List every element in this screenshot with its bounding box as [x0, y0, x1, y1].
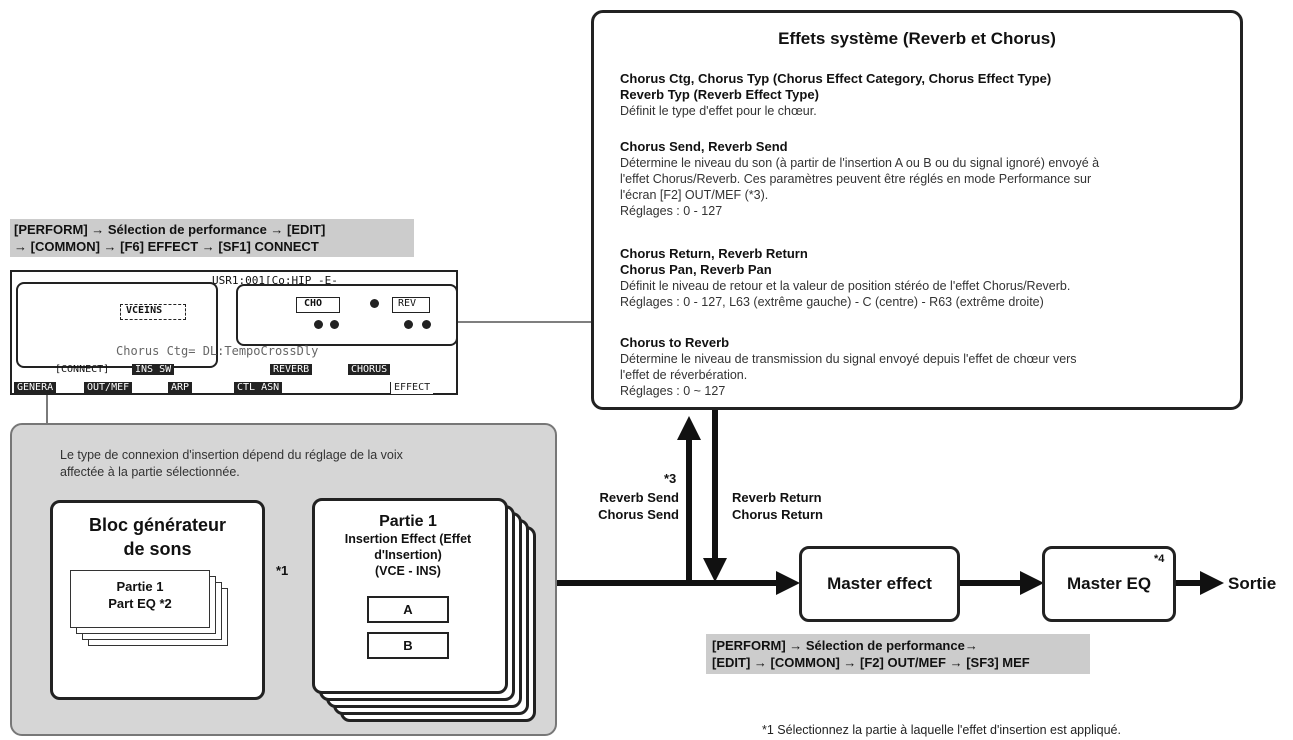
part-eq-label: Partie 1 Part EQ *2	[70, 578, 210, 612]
section-chorus-to-reverb: Chorus to Reverb Détermine le niveau de …	[620, 335, 1220, 399]
section-text: l'effet Chorus/Reverb. Ces paramètres pe…	[620, 172, 1092, 186]
section-heading: Chorus Return, Reverb Return	[620, 246, 808, 261]
section-heading: Chorus to Reverb	[620, 335, 730, 350]
section-text: Définit le type d'effet pour le chœur.	[620, 104, 817, 118]
section-text: l'écran [F2] OUT/MEF (*3).	[620, 188, 769, 202]
insertion-slot-b: B	[367, 632, 449, 659]
section-heading: Chorus Pan, Reverb Pan	[620, 262, 772, 277]
insertion-note-line: affectée à la partie sélectionnée.	[60, 465, 240, 479]
arrow-note-1: *1	[276, 563, 289, 578]
tone-generator-title-line: de sons	[123, 539, 192, 559]
nav-connect-line: [PERFORM] → Sélection de performance → […	[14, 222, 326, 237]
lcd-tab-general: GENERA	[14, 382, 57, 394]
section-text: Définit le niveau de retour et la valeur…	[620, 279, 1071, 293]
section-return-pan: Chorus Return, Reverb Return Chorus Pan,…	[620, 246, 1220, 310]
nav-connect-line: → [COMMON] → [F6] EFFECT → [SF1] CONNECT	[14, 239, 319, 254]
nav-mef-path: [PERFORM] → Sélection de performance→ [E…	[712, 637, 1030, 671]
return-label-line: Reverb Return	[732, 490, 822, 505]
insertion-title: Partie 1	[379, 513, 437, 530]
tone-generator-title: Bloc générateur de sons	[53, 513, 262, 561]
lcd-chorus-ctg: Chorus Ctg= DL:TempoCrossDly	[116, 344, 319, 358]
lcd-system-region	[236, 284, 458, 346]
output-label: Sortie	[1228, 574, 1277, 593]
section-send: Chorus Send, Reverb Send Détermine le ni…	[620, 139, 1220, 219]
footnote: *1 Sélectionnez la partie à laquelle l'e…	[762, 723, 1121, 737]
insertion-note: Le type de connexion d'insertion dépend …	[60, 447, 540, 481]
insertion-subtitle-line: (VCE - INS)	[375, 564, 441, 578]
return-arrowhead	[703, 558, 727, 582]
mef-to-meq-arrowhead	[1020, 571, 1044, 595]
lcd-knob-icon	[404, 320, 413, 329]
master-eq-note: *4	[1154, 553, 1165, 565]
send-label-line: Chorus Send	[598, 507, 679, 522]
section-text: Détermine le niveau du son (à partir de …	[620, 156, 1100, 170]
lcd-tab-ctl-asn: CTL ASN	[234, 382, 283, 394]
nav-connect-path: [PERFORM] → Sélection de performance → […	[14, 221, 325, 255]
master-effect-block: Master effect	[799, 546, 960, 622]
nav-mef-line: [EDIT] → [COMMON] → [F2] OUT/MEF → [SF3]…	[712, 655, 1030, 670]
section-settings: Réglages : 0 - 127	[620, 204, 723, 218]
nav-mef-highlight	[706, 634, 1090, 674]
send-label-line: Reverb Send	[599, 490, 679, 505]
meq-to-output-arrowhead	[1200, 571, 1224, 595]
part-eq-line: Partie 1	[116, 579, 164, 594]
return-label: Reverb Return Chorus Return	[732, 489, 823, 523]
lcd-vce-ins: VCEINS	[126, 305, 163, 316]
lcd-knob-icon	[422, 320, 431, 329]
section-effect-type: Chorus Ctg, Chorus Typ (Chorus Effect Ca…	[620, 71, 1220, 119]
nav-connect-highlight	[10, 219, 414, 257]
insertion-slot-a: A	[367, 596, 449, 623]
lcd-rev-box	[392, 297, 430, 313]
return-label-line: Chorus Return	[732, 507, 823, 522]
system-effects-title: Effets système (Reverb et Chorus)	[778, 29, 1056, 48]
section-heading: Reverb Typ (Reverb Effect Type)	[620, 87, 819, 102]
lcd-knob-icon	[330, 320, 339, 329]
lcd-reverb: REVERB	[270, 364, 313, 375]
lcd-chorus: CHORUS	[348, 364, 391, 375]
send-note: *3	[664, 471, 677, 486]
lcd-screen: USR1:001[Co:HIP -E- VCEINS CHO REV Choru…	[10, 270, 458, 395]
section-text: Détermine le niveau de transmission du s…	[620, 352, 1077, 366]
lcd-tab-out-mef: OUT/MEF	[84, 382, 133, 394]
lcd-knob-icon	[370, 299, 379, 308]
insertion-subtitle-line: Insertion Effect (Effet	[344, 532, 472, 546]
lcd-cho: CHO	[304, 298, 323, 309]
send-label: Reverb Send Chorus Send	[583, 489, 679, 523]
master-eq-block: Master EQ	[1042, 546, 1176, 622]
insertion-to-master-arrowhead	[776, 571, 800, 595]
insertion-subtitle-line: d'Insertion)	[374, 548, 442, 562]
lcd-tab-arp: ARP	[168, 382, 193, 394]
section-settings: Réglages : 0 - 127, L63 (extrême gauche)…	[620, 295, 1044, 309]
part-page-front	[70, 570, 210, 628]
lcd-ins-sw: INS SW	[132, 364, 175, 375]
lcd-insertion-region	[16, 282, 218, 368]
part-eq-line: Part EQ *2	[108, 596, 172, 611]
insertion-effect-label: Partie 1 Insertion Effect (Effet d'Inser…	[320, 512, 496, 579]
lcd-connect-label: [CONNECT]	[55, 364, 110, 375]
lcd-header: USR1:001[Co:HIP -E-	[212, 274, 338, 287]
section-heading: Chorus Ctg, Chorus Typ (Chorus Effect Ca…	[620, 71, 1052, 86]
insertion-note-line: Le type de connexion d'insertion dépend …	[60, 448, 403, 462]
nav-mef-line: [PERFORM] → Sélection de performance→	[712, 638, 978, 653]
lcd-knob-icon	[314, 320, 323, 329]
section-heading: Chorus Send, Reverb Send	[620, 139, 788, 154]
lcd-tab-effect: EFFECT	[390, 382, 434, 394]
lcd-cho-box	[296, 297, 340, 313]
lcd-vceins-box	[120, 304, 186, 320]
tone-generator-title-line: Bloc générateur	[88, 515, 227, 535]
system-effects-panel: Effets système (Reverb et Chorus) Chorus…	[591, 10, 1243, 410]
send-arrowhead	[677, 416, 701, 440]
section-text: l'effet de réverbération.	[620, 368, 748, 382]
section-settings: Réglages : 0 ~ 127	[620, 384, 726, 398]
lcd-rev: REV	[398, 298, 417, 309]
